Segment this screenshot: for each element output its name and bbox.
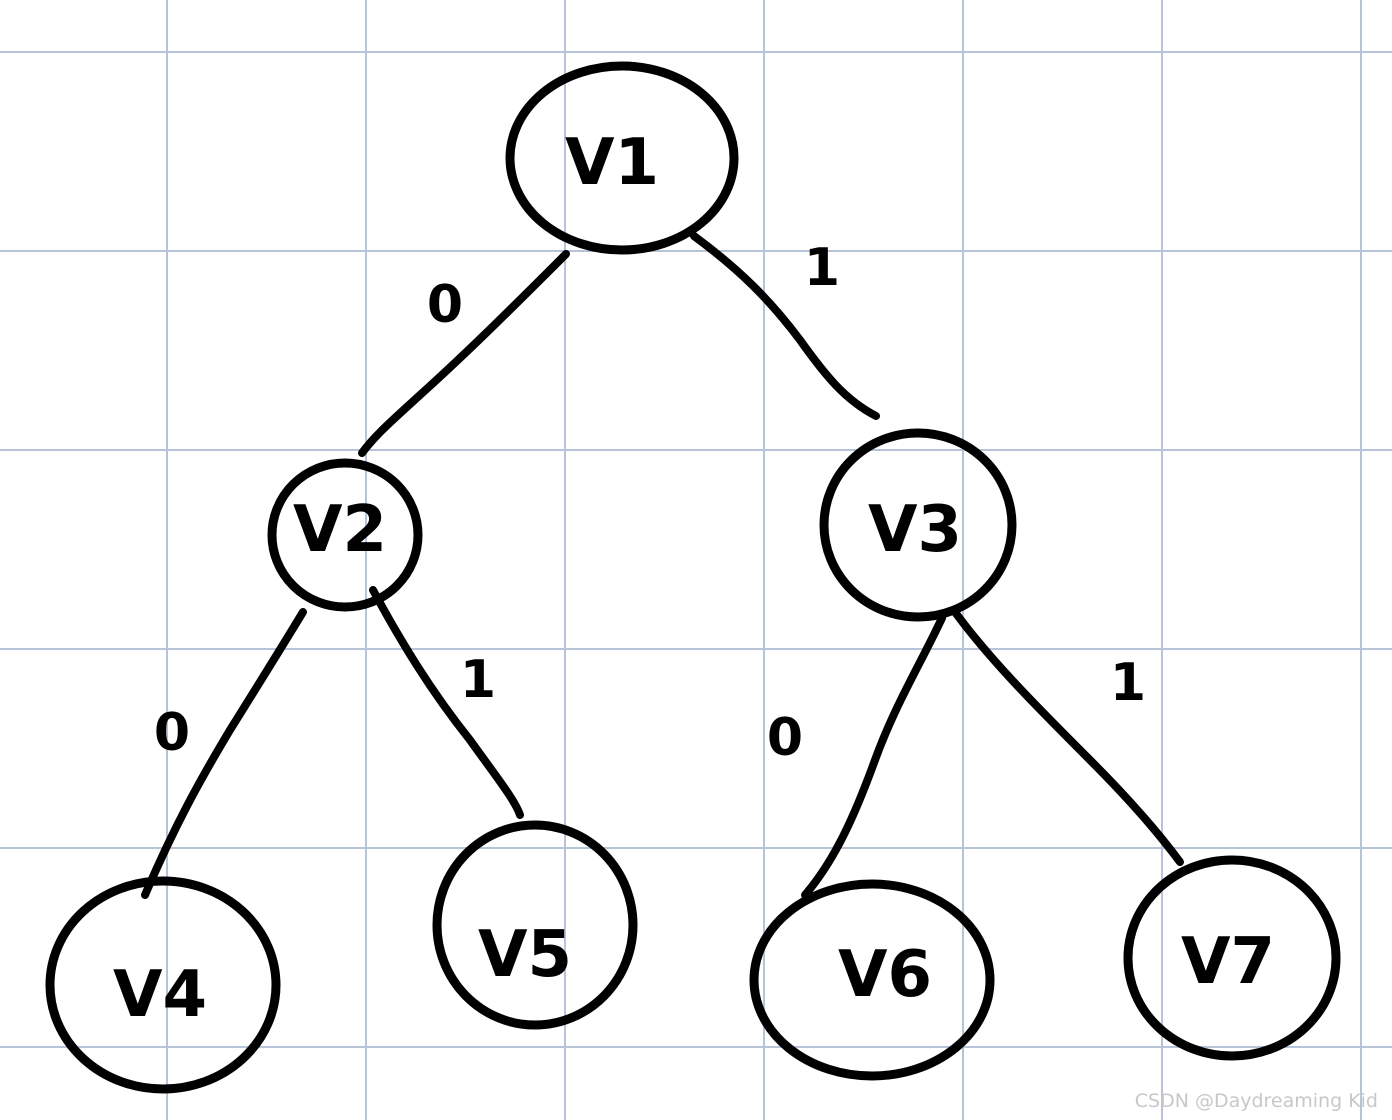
edge-label-v2-v5: 1: [460, 650, 496, 710]
edge-v1-v2: 0: [358, 250, 570, 457]
edge-label-v3-v6: 0: [767, 708, 803, 768]
edge-v2-v5: 1: [369, 586, 524, 819]
edge-v3-v7: 1: [951, 608, 1184, 866]
node-v1: V1: [505, 61, 739, 255]
node-v2: V2: [267, 458, 423, 612]
node-v6: V6: [749, 879, 995, 1081]
node-label-v7: V7: [1181, 925, 1275, 999]
edge-label-v1-v2: 0: [427, 275, 463, 335]
edge-label-v1-v3: 1: [804, 238, 840, 298]
node-label-v5: V5: [478, 918, 572, 992]
node-label-v3: V3: [868, 493, 962, 567]
node-v7: V7: [1123, 855, 1341, 1061]
node-v4: V4: [45, 876, 281, 1094]
edge-v1-v3: 1: [690, 232, 880, 420]
edge-label-v2-v4: 0: [154, 703, 190, 763]
edge-label-v3-v7: 1: [1110, 653, 1146, 713]
node-label-v4: V4: [113, 958, 207, 1032]
node-label-v1: V1: [565, 126, 659, 200]
edge-v2-v4: 0: [141, 608, 307, 899]
watermark-text: CSDN @Daydreaming Kid: [1134, 1090, 1378, 1112]
edge-v3-v6: 0: [767, 614, 946, 899]
node-v3: V3: [819, 428, 1017, 622]
node-label-v6: V6: [838, 938, 932, 1012]
node-v5: V5: [432, 820, 638, 1030]
node-label-v2: V2: [293, 493, 387, 567]
